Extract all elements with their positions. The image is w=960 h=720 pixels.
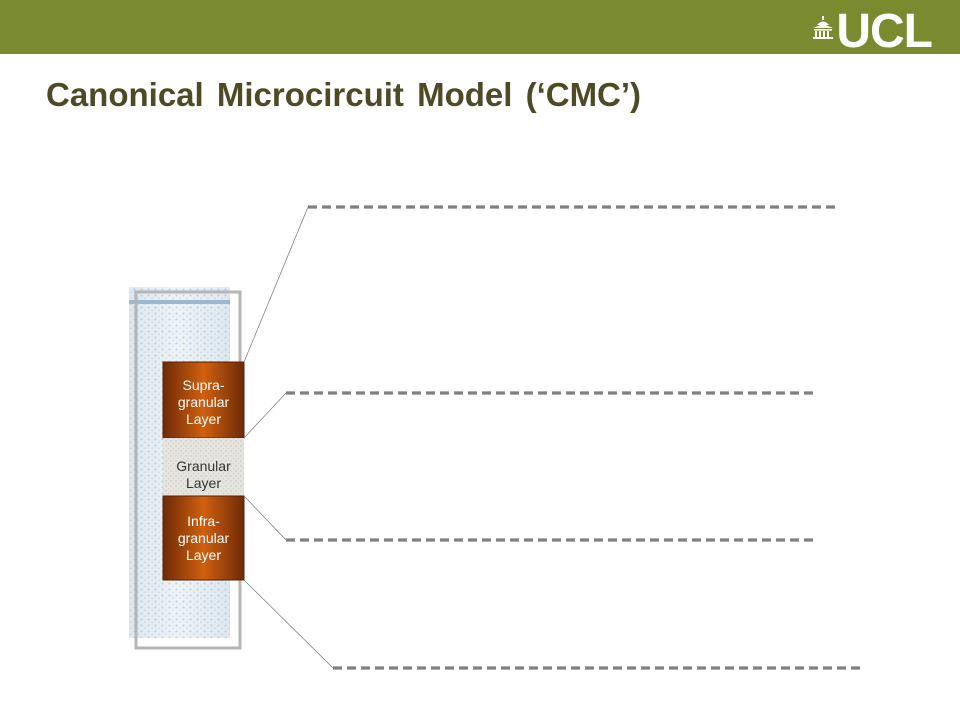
granular-texture [163,438,244,496]
granular-label: Granular Layer [176,458,231,491]
infragranular-block [162,495,245,581]
leader-line-supra-bottom [243,392,287,439]
portico-icon [813,16,834,39]
leader-line-infra-top [243,495,287,541]
ucl-logo: UCL [812,5,933,58]
leader-line-supra [243,206,309,363]
supragranular-label: Supra- granular Layer [177,377,230,427]
infragranular-label: Infra- granular Layer [177,513,230,563]
logo-text: UCL [836,5,933,58]
header-bar [0,0,960,54]
leader-line-infra [243,579,334,669]
leader-lines [243,206,334,669]
supragranular-block [162,361,245,439]
page-title: Canonical Microcircuit Model (‘CMC’) [46,76,642,113]
dashed-connectors [286,205,861,670]
